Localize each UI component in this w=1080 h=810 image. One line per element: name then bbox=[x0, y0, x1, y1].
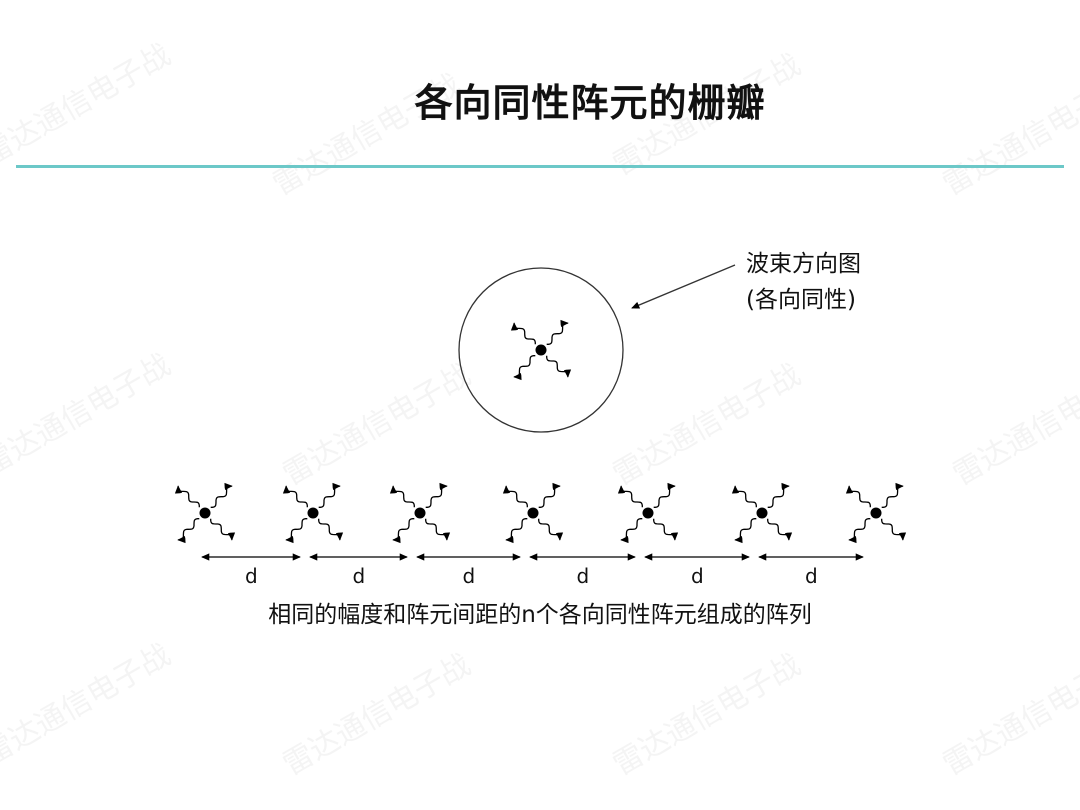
spacing-label: d bbox=[245, 564, 258, 588]
radiation-arrow bbox=[881, 518, 907, 541]
radiation-arrow bbox=[502, 485, 528, 508]
radiation-arrow bbox=[392, 518, 415, 544]
radiation-arrow bbox=[318, 518, 344, 541]
radiation-arrow bbox=[510, 322, 536, 345]
array-element bbox=[845, 482, 907, 544]
radiation-arrow bbox=[505, 518, 528, 544]
radiation-arrow bbox=[881, 482, 904, 508]
radiation-arrow bbox=[538, 518, 564, 541]
radiation-arrow bbox=[425, 518, 451, 541]
radiation-arrow bbox=[282, 485, 308, 508]
radiation-arrow bbox=[653, 482, 676, 508]
spacing-label: d bbox=[352, 564, 366, 588]
element-dot bbox=[642, 507, 654, 519]
radiation-arrow bbox=[617, 485, 643, 508]
radiation-arrow bbox=[538, 482, 561, 508]
element-dot bbox=[414, 507, 426, 519]
element-dot bbox=[756, 507, 768, 519]
radiation-arrow bbox=[177, 518, 200, 544]
radiation-arrow bbox=[546, 319, 569, 345]
spacing-label: d bbox=[462, 564, 476, 588]
radiation-arrow bbox=[848, 518, 871, 544]
pattern-label-line1: 波束方向图 bbox=[746, 251, 861, 277]
radiation-arrow bbox=[620, 518, 643, 544]
spacing-label: d bbox=[805, 564, 818, 588]
array-element bbox=[282, 482, 344, 544]
title-divider bbox=[16, 165, 1064, 168]
radiation-arrow bbox=[285, 518, 308, 544]
radiation-arrow bbox=[425, 482, 448, 508]
diagram-caption: 相同的幅度和阵元间距的n个各向同性阵元组成的阵列 bbox=[268, 602, 812, 628]
pattern-label-line2: (各向同性) bbox=[746, 287, 856, 313]
beam-pattern-circle bbox=[458, 267, 624, 433]
radiation-arrow bbox=[389, 485, 415, 508]
radiation-arrow bbox=[653, 518, 679, 541]
radiation-arrow bbox=[767, 518, 793, 541]
array-element bbox=[617, 482, 679, 544]
radiation-arrow bbox=[845, 485, 871, 508]
pattern-element bbox=[510, 319, 572, 381]
radiation-arrow bbox=[546, 355, 572, 378]
radiation-arrow bbox=[767, 482, 790, 508]
radiation-arrow bbox=[513, 355, 536, 381]
radiation-arrow bbox=[210, 482, 233, 508]
element-dot bbox=[870, 507, 882, 519]
radiation-arrow bbox=[318, 482, 341, 508]
element-dot bbox=[535, 344, 547, 356]
radiation-arrow bbox=[734, 518, 757, 544]
element-dot bbox=[307, 507, 319, 519]
pattern-pointer-arrow bbox=[631, 264, 736, 309]
array-element bbox=[731, 482, 793, 544]
page-title: 各向同性阵元的栅瓣 bbox=[414, 81, 766, 125]
array-element bbox=[174, 482, 236, 544]
element-dot bbox=[527, 507, 539, 519]
spacing-label: d bbox=[691, 564, 704, 588]
spacing-label: d bbox=[576, 564, 590, 588]
radiation-arrow bbox=[210, 518, 236, 541]
radiation-arrow bbox=[174, 485, 200, 508]
array-element bbox=[502, 482, 564, 544]
radiation-arrow bbox=[731, 485, 757, 508]
element-dot bbox=[199, 507, 211, 519]
array-element bbox=[389, 482, 451, 544]
